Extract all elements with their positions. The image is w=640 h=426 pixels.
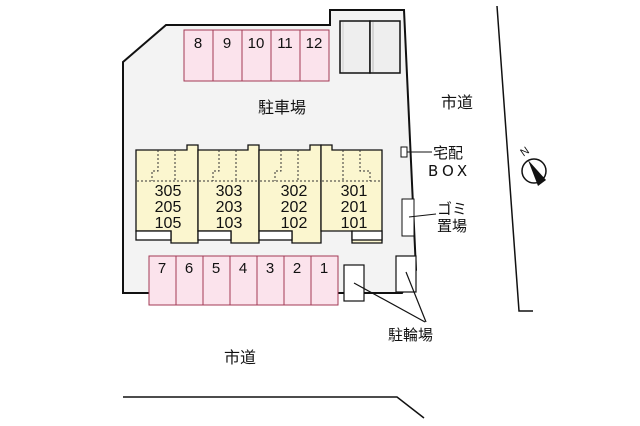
parking-space-7: 7 — [158, 260, 166, 277]
north-label: N — [518, 145, 531, 159]
parking-space-1: 1 — [320, 260, 328, 277]
parking-space-9: 9 — [223, 35, 231, 52]
unit-305: 305 — [155, 183, 182, 200]
bicycle-parking-area-2 — [395, 255, 417, 293]
bicycle-leader-lines — [353, 271, 427, 323]
road-south-label: 市道 — [224, 348, 256, 367]
parking-space-10: 10 — [248, 35, 265, 52]
parking-space-12: 12 — [306, 35, 323, 52]
unit-201: 201 — [341, 199, 368, 216]
unit-partitions — [137, 150, 382, 182]
delivery-box — [400, 146, 408, 158]
bicycle-parking-label: 駐輪場 — [388, 326, 433, 344]
parking-space-2: 2 — [293, 260, 301, 277]
road-south-edge — [123, 396, 425, 419]
garbage-label-1: ゴミ — [437, 200, 467, 218]
road-east-label: 市道 — [441, 93, 473, 112]
unit-101: 101 — [341, 215, 368, 232]
unit-203: 203 — [216, 199, 243, 216]
road-east-edge — [496, 5, 533, 312]
unit-103: 103 — [216, 215, 243, 232]
parking-lot-label: 駐車場 — [258, 98, 306, 117]
parking-space-4: 4 — [239, 260, 247, 277]
parking-space-3: 3 — [266, 260, 274, 277]
delivery-box-label-1: 宅配 — [433, 144, 463, 162]
unit-205: 205 — [155, 199, 182, 216]
apartment-building — [135, 144, 383, 244]
garbage-label-2: 置場 — [437, 217, 467, 235]
parking-top-row: 8 9 10 11 12 — [183, 29, 330, 82]
unit-105: 105 — [155, 215, 182, 232]
unit-102: 102 — [281, 215, 308, 232]
garbage-area — [401, 198, 415, 237]
unit-301: 301 — [341, 183, 368, 200]
parking-space-5: 5 — [212, 260, 220, 277]
unit-303: 303 — [216, 183, 243, 200]
unit-202: 202 — [281, 199, 308, 216]
storage-sheds — [339, 20, 401, 74]
parking-space-11: 11 — [277, 35, 293, 52]
north-compass-icon: N — [518, 145, 547, 186]
delivery-box-label-2: BOX — [428, 162, 471, 180]
unit-302: 302 — [281, 183, 308, 200]
parking-bottom-row: 7 6 5 4 3 2 1 — [148, 255, 339, 306]
unit-numbers: 305 205 105 303 203 103 302 202 102 301 … — [155, 183, 368, 232]
garbage-leader — [408, 213, 437, 218]
parking-space-6: 6 — [185, 260, 193, 277]
parking-space-8: 8 — [194, 35, 202, 52]
